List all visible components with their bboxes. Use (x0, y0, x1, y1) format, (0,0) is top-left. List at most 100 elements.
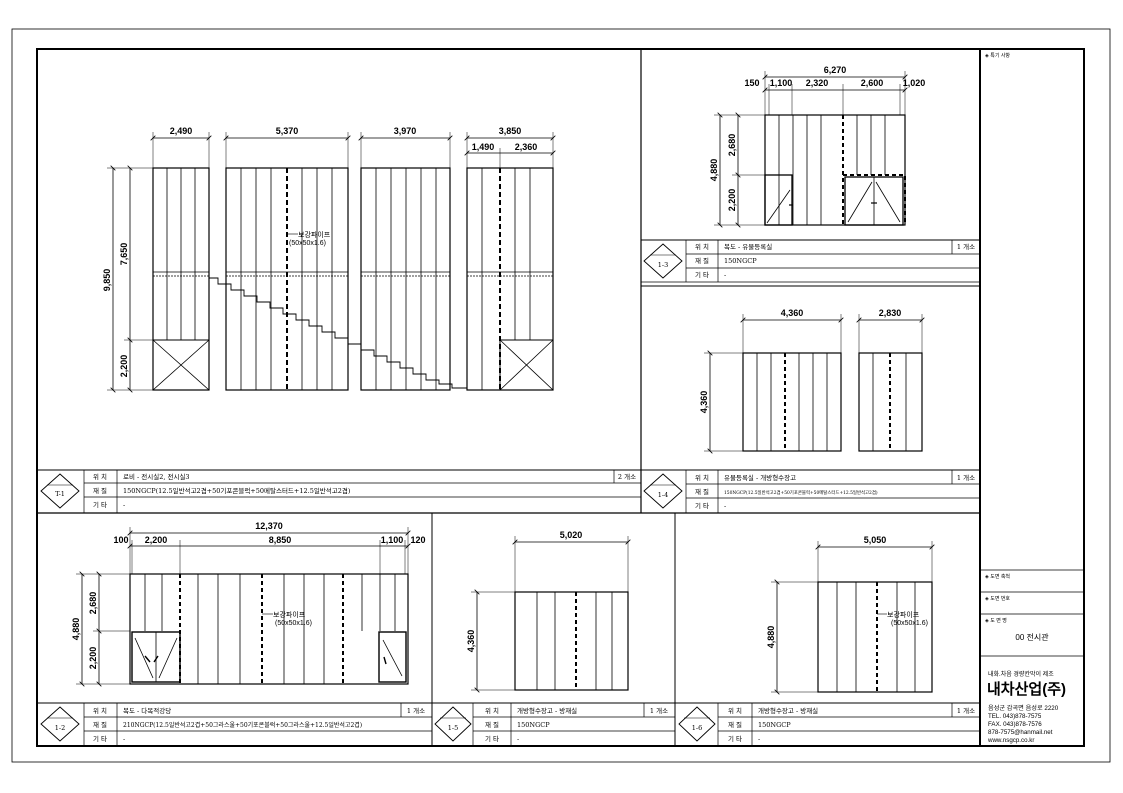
label-material: 재 질 (695, 257, 709, 265)
dim-label: 3,970 (394, 126, 417, 136)
p12-etc: - (123, 735, 125, 743)
label-etc: 기 타 (695, 270, 709, 279)
label-etc: 기 타 (728, 734, 742, 743)
p12-count: 1 개소 (407, 706, 425, 715)
inner-border (36, 48, 1085, 747)
p16-location: 개방형수장고 - 방재실 (758, 706, 818, 715)
info-table-1-3: 1-3 위 치 재 질 기 타 복도 - 유물등록실 1 개소 150NGCP … (641, 239, 980, 283)
company-web: www.nsgcp.co.kr (987, 737, 1034, 744)
info-table-t1: T-1 위 치 재 질 기 타 로비 - 전시실2, 전시실3 2 개소 150… (37, 469, 641, 513)
p12-dimension-labels: 12,370 100 2,200 8,850 1,100 120 4,880 2… (71, 521, 426, 669)
p13-location: 복도 - 유물등록실 (724, 242, 772, 251)
elevation-t1 (107, 132, 553, 390)
p16-count: 1 개소 (957, 706, 975, 715)
maker-tagline: 내화.차음 경량칸막이 제조 (988, 670, 1054, 678)
outer-border (11, 28, 1111, 763)
label-location: 위 치 (695, 242, 709, 251)
info-table-1-4: 1-4 위 치 재 질 기 타 유물등록실 - 개방형수장고 1 개소 150N… (641, 469, 980, 513)
dim-label: 1,100 (381, 535, 404, 545)
p15-location: 개방형수장고 - 방재실 (517, 706, 577, 715)
info-table-1-2: 1-2 위 치 재 질 기 타 복도 - 다목적강당 1 개소 210NGCP(… (37, 702, 432, 746)
dim-label: 9,850 (102, 269, 112, 292)
p12-location: 복도 - 다목적강당 (123, 706, 171, 715)
dim-label: 5,370 (276, 126, 299, 136)
label-location: 위 치 (93, 706, 107, 715)
dim-label: 2,680 (727, 134, 737, 157)
company-tel: TEL. 043)878-7575 (988, 713, 1042, 720)
p14-etc: - (724, 502, 726, 510)
p13-count: 1 개소 (957, 242, 975, 251)
dim-label: 1,020 (903, 78, 926, 88)
pipe-annotation: 보강파이프 (298, 230, 331, 239)
label-material: 재 질 (93, 487, 107, 495)
dim-label: 2,320 (806, 78, 829, 88)
dim-label: 2,200 (119, 355, 129, 378)
dim-label: 4,360 (699, 391, 709, 414)
scale-label: ◈ 도면 축척 (985, 573, 1010, 580)
panel-tag-1-5: 1-5 (448, 724, 458, 732)
dim-label: 12,370 (255, 521, 283, 531)
info-table-1-5: 1-5 위 치 재 질 기 타 개방형수장고 - 방재실 1 개소 150NGC… (432, 702, 675, 746)
notes-title: ◈ 특기 사항 (985, 52, 1010, 59)
pipe-annotation: 보강파이프 (273, 610, 306, 619)
p14-count: 1 개소 (957, 473, 975, 482)
t1-etc: - (123, 501, 125, 509)
label-material: 재 질 (93, 721, 107, 729)
pipe-annotation-size: (50x50x1.6) (891, 620, 928, 627)
company-email: 878-7575@hanmail.net (988, 729, 1053, 736)
label-location: 위 치 (485, 706, 499, 715)
pipe-annotation-size: (50x50x1.6) (275, 620, 312, 627)
dim-label: 2,830 (879, 308, 902, 318)
t1-location: 로비 - 전시실2, 전시실3 (123, 472, 190, 481)
dim-label: 2,680 (88, 592, 98, 615)
p15-count: 1 개소 (650, 706, 668, 715)
dim-label: 5,050 (864, 535, 887, 545)
t1-count: 2 개소 (618, 472, 636, 481)
label-location: 위 치 (93, 472, 107, 481)
panel-tag-1-2: 1-2 (55, 724, 65, 732)
dim-label: 8,850 (269, 535, 292, 545)
dim-label: 2,600 (861, 78, 884, 88)
p16-dimension-labels: 5,050 4,880 보강파이프 (50x50x1.6) (766, 535, 928, 648)
t1-material: 150NGCP(12.5일반석고2겹+50기포콘블럭+50메탈스터드+12.5일… (123, 486, 351, 495)
dim-label: 4,360 (466, 630, 476, 653)
label-material: 재 질 (728, 721, 742, 729)
dim-label: 150 (744, 78, 759, 88)
p13-etc: - (724, 271, 726, 279)
label-location: 위 치 (695, 473, 709, 482)
dim-label: 2,200 (727, 189, 737, 212)
elevation-1-2 (76, 527, 408, 684)
dim-label: 6,270 (824, 65, 847, 75)
title-block: ◈ 특기 사항 ◈ 도면 축척 ◈ 도면 번호 ◈ 도 면 명 00 전시관 내… (980, 52, 1084, 744)
p15-etc: - (517, 735, 519, 743)
dim-label: 4,360 (781, 308, 804, 318)
dim-label: 2,490 (170, 126, 193, 136)
label-location: 위 치 (728, 706, 742, 715)
elevation-1-5 (471, 536, 628, 690)
drawing-name: 00 전시관 (1015, 632, 1049, 642)
info-table-1-6: 1-6 위 치 재 질 기 타 개방형수장고 - 방재실 1 개소 150NGC… (675, 702, 980, 746)
zone-dividers (37, 49, 981, 746)
elevation-1-3 (714, 71, 905, 225)
p12-material: 210NGCP(12.5일반석고2겹+50그라스울+50기포콘블럭+50그라스울… (123, 721, 362, 729)
dim-label: 100 (113, 535, 128, 545)
number-label: ◈ 도면 번호 (985, 595, 1010, 602)
t1-dimension-labels: 2,490 5,370 3,970 3,850 1,490 2,360 9,85… (102, 126, 537, 377)
elevation-1-4 (704, 314, 922, 451)
p13-dimension-labels: 6,270 150 1,100 2,320 2,600 1,020 4,880 … (709, 65, 925, 211)
company-name: 내차산업(주) (987, 681, 1066, 698)
p14-dimension-labels: 4,360 2,830 4,360 (699, 308, 901, 413)
pipe-annotation-size: (50x50x1.6) (289, 240, 326, 247)
label-etc: 기 타 (93, 734, 107, 743)
p15-material: 150NGCP (517, 721, 550, 729)
dim-label: 2,200 (145, 535, 168, 545)
dim-label: 3,850 (499, 126, 522, 136)
dim-label: 4,880 (766, 626, 776, 649)
dim-label: 2,360 (515, 142, 538, 152)
p14-material: 150NGCP(12.5일반석고2겹+50기포콘블럭+50메탈스터드+12.5일… (724, 489, 878, 496)
dim-label: 5,020 (560, 530, 583, 540)
label-etc: 기 타 (93, 500, 107, 509)
dim-label: 7,650 (119, 243, 129, 266)
dim-label: 120 (410, 535, 425, 545)
